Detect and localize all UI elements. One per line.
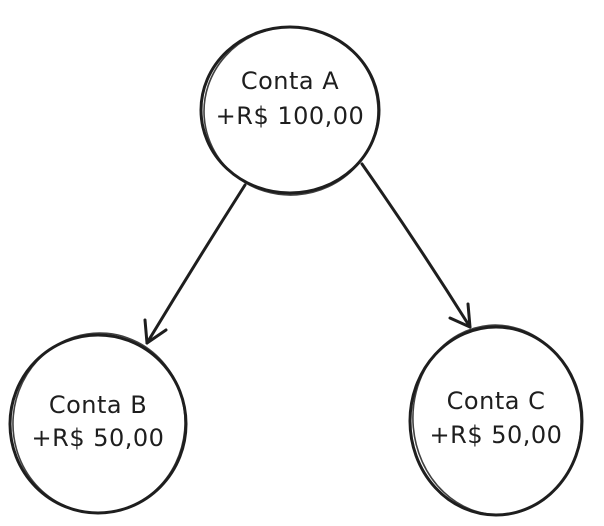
node-conta-a[interactable]: Conta A +R$ 100,00 (198, 21, 383, 201)
node-conta-b-amount: +R$ 50,00 (32, 424, 165, 452)
node-conta-b-name: Conta B (49, 391, 147, 419)
edge-a-to-c-line (360, 162, 472, 329)
node-conta-c[interactable]: Conta C +R$ 50,00 (405, 318, 589, 522)
edge-a-to-c-arrowhead-icon (448, 302, 472, 329)
node-conta-a-sketch-stroke (203, 26, 379, 196)
node-conta-b-sketch-stroke (12, 332, 186, 514)
edge-a-to-b-arrowhead-icon (143, 318, 168, 345)
edge-a-to-b-line (145, 183, 247, 345)
node-conta-a-name: Conta A (241, 67, 339, 95)
node-conta-a-amount: +R$ 100,00 (216, 102, 365, 130)
node-conta-b[interactable]: Conta B +R$ 50,00 (5, 326, 192, 520)
node-conta-c-name: Conta C (447, 387, 546, 415)
node-conta-c-amount: +R$ 50,00 (430, 421, 563, 449)
edge-a-to-c (360, 162, 472, 329)
edge-a-to-b (143, 183, 247, 345)
node-conta-c-sketch-stroke (412, 324, 582, 516)
